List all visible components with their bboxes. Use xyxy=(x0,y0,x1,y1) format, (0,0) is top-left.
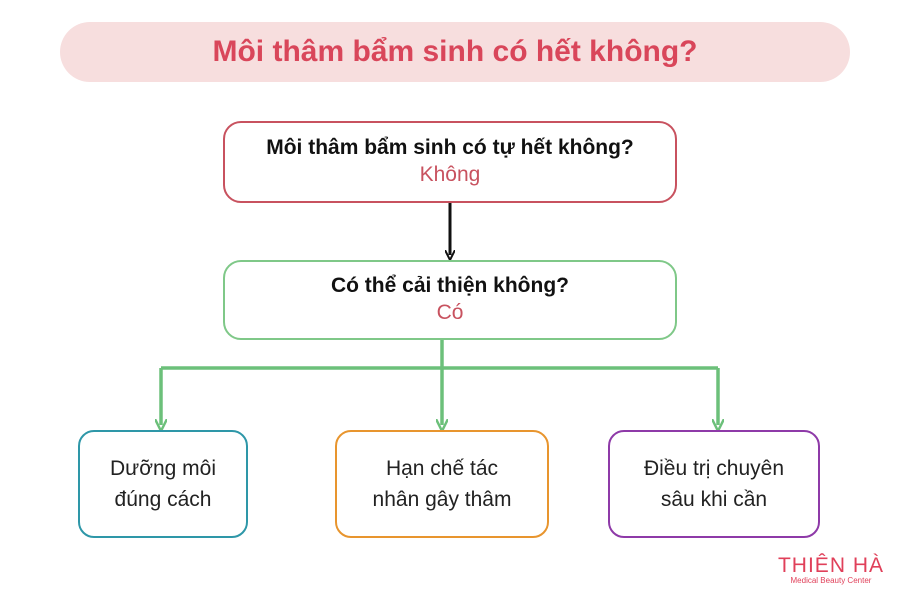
question-2-text: Có thể cải thiện không? xyxy=(330,274,569,298)
option-2-line-1: Hạn chế tác xyxy=(385,456,499,480)
answer-1-text: Không xyxy=(419,163,481,187)
option-box-1: Dưỡng môi đúng cách xyxy=(78,430,248,538)
brand-logo: THIÊN HÀ Medical Beauty Center xyxy=(778,555,884,586)
option-3-line-1: Điều trị chuyên xyxy=(643,456,785,480)
logo-tagline: Medical Beauty Center xyxy=(790,576,872,586)
option-3-line-2: sâu khi cần xyxy=(660,488,768,511)
option-1-line-1: Dưỡng môi xyxy=(109,456,217,480)
logo-name: THIÊN HÀ xyxy=(777,554,884,578)
option-box-2: Hạn chế tác nhân gây thâm xyxy=(335,430,549,538)
answer-2-text: Có xyxy=(436,301,464,325)
question-box-1: Môi thâm bẩm sinh có tự hết không? Không xyxy=(223,121,677,203)
option-box-3: Điều trị chuyên sâu khi cần xyxy=(608,430,820,538)
option-1-line-2: đúng cách xyxy=(114,488,212,511)
page-title: Môi thâm bẩm sinh có hết không? xyxy=(212,35,698,68)
question-box-2: Có thể cải thiện không? Có xyxy=(223,260,677,340)
question-1-text: Môi thâm bẩm sinh có tự hết không? xyxy=(266,136,634,160)
title-banner: Môi thâm bẩm sinh có hết không? xyxy=(60,22,850,82)
option-2-line-2: nhân gây thâm xyxy=(372,488,512,511)
